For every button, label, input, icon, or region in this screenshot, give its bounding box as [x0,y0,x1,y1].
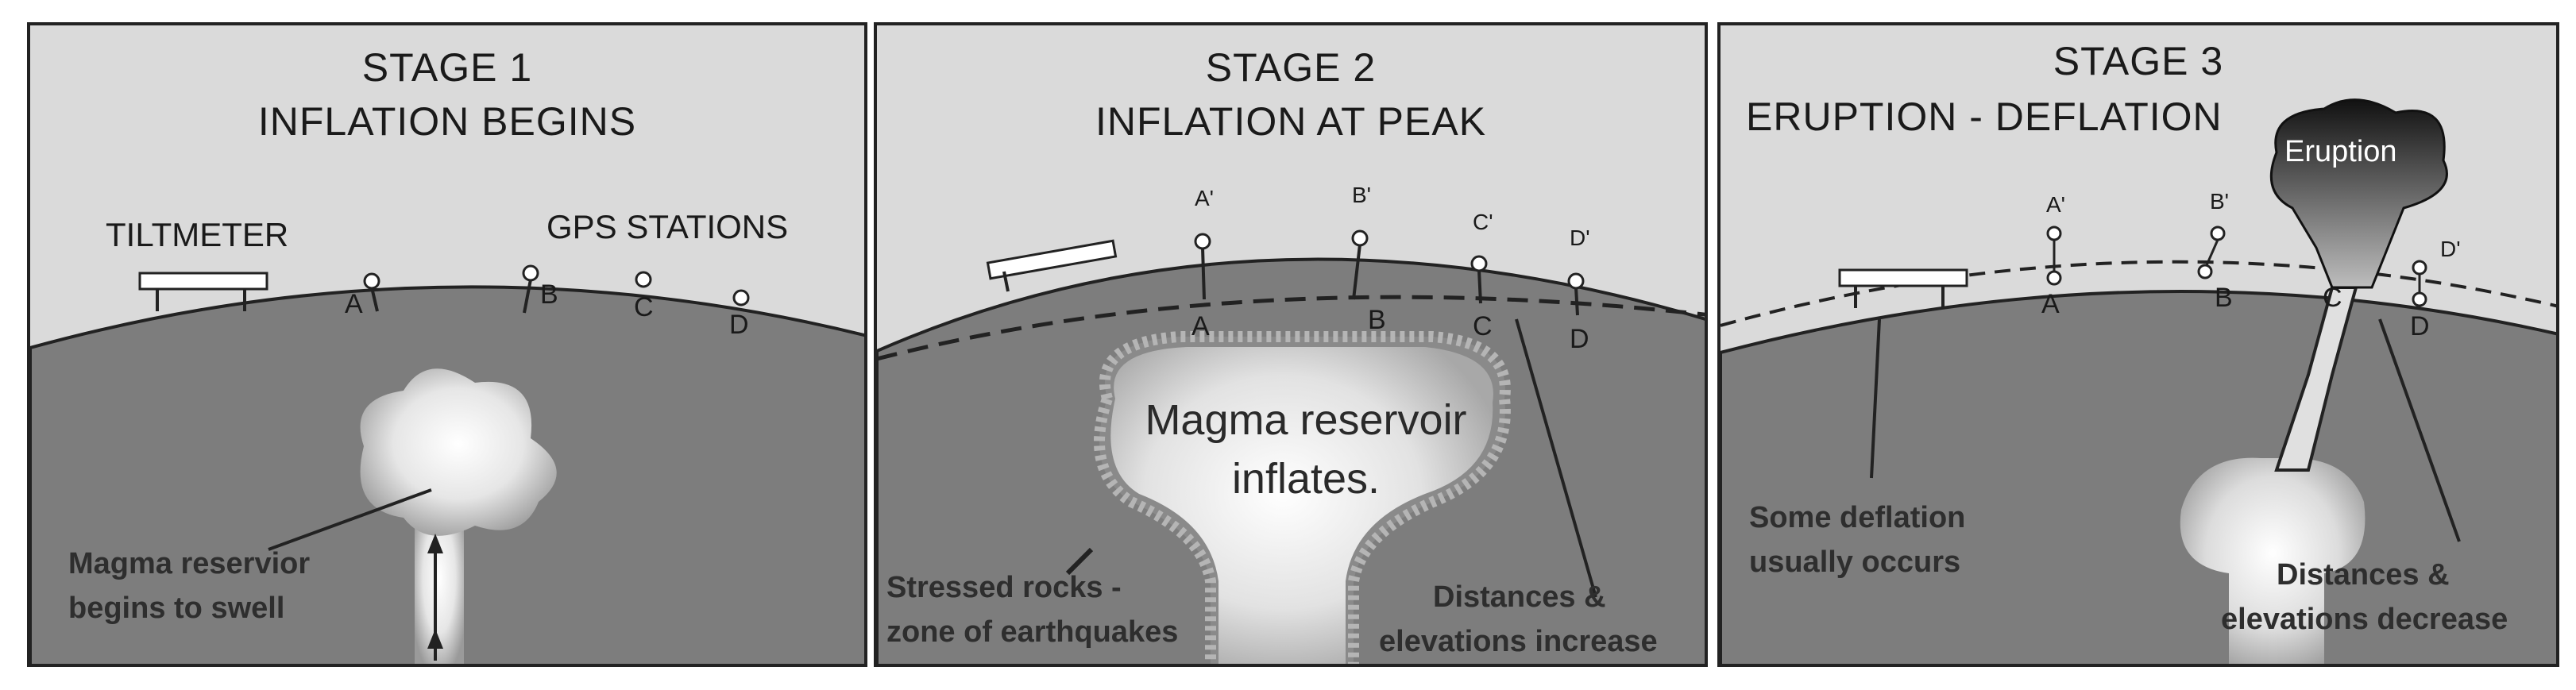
deflation-caption-line1: Some deflation [1749,501,1966,534]
gps-marker-a [363,272,380,290]
tiltmeter-icon [986,239,1118,292]
deflation-caption-line2: usually occurs [1749,545,1961,579]
gps-marker-a [2046,270,2062,286]
stage-3-illustration [1721,98,2556,664]
gps-marker-c-prime [1470,255,1488,272]
stage-2-subtitle: INFLATION AT PEAK [1095,99,1487,144]
stage-1-caption-line1: Magma reservior [68,547,311,580]
gps-stations-label: GPS STATIONS [546,208,789,245]
gps-marker-d-prime [1567,272,1585,290]
tiltmeter-label: TILTMETER [106,216,289,253]
stage-1-title: STAGE 1 [361,45,533,90]
reservoir-label-line1: Magma reservoir [1145,396,1467,444]
point-d-label: D [1570,324,1589,354]
point-b-prime-label: B' [1352,183,1372,207]
eruption-plume [2269,98,2448,289]
stage-2-illustration [877,229,1705,664]
gps-marker-c [635,271,652,288]
magma-conduit [2180,457,2366,664]
gps-marker-a-prime [1194,233,1211,250]
gps-marker-b [2197,264,2213,279]
point-a-label: A [2041,289,2060,319]
stage-1-illustration [30,264,864,664]
distance-pointer [1515,318,1597,598]
tiltmeter-icon [138,272,268,311]
point-d-prime-label: D' [1570,226,1590,250]
reservoir-label-line2: inflates. [1231,455,1381,503]
ground-dome [1721,290,2556,664]
point-c-prime-label: C' [1473,210,1493,234]
point-d-prime-label: D' [2440,237,2461,261]
point-d-label: D [2410,311,2430,341]
point-c-label: C [634,292,654,322]
stress-caption-line1: Stressed rocks - [886,571,1122,604]
deflation-pointer [1870,318,1881,479]
stage-1-panel: STAGE 1 INFLATION BEGINS TILTMETER GPS S… [27,22,867,667]
point-b-label: B [2215,283,2233,313]
caption-pointer [268,488,432,551]
point-a-label: A [345,289,363,319]
point-a-label: A [1191,311,1210,341]
tiltmeter-icon [1838,268,1968,308]
inflated-surface-dashed [1721,260,2556,327]
gps-marker-d [732,289,750,306]
magma-reservoir [360,368,557,536]
magma-reservoir [1110,347,1493,664]
point-a-prime-label: A' [2046,192,2066,217]
point-c-label: C [1473,311,1493,341]
stage-2-title: STAGE 2 [1205,45,1377,90]
gps-marker-b [522,264,539,282]
point-d-label: D [729,310,749,340]
point-c-label: C [2323,283,2342,313]
point-b-label: B [540,279,558,310]
point-b-label: B [1368,305,1386,335]
stage-1-subtitle: INFLATION BEGINS [257,99,637,144]
point-a-prime-label: A' [1195,186,1215,210]
gps-marker-d [2412,291,2427,307]
distance-caption-line1: Distances & [1433,580,1606,614]
stress-caption-line2: zone of earthquakes [886,615,1179,649]
distance-caption-line2: elevations increase [1379,625,1658,658]
stage-3-subtitle: ERUPTION - DEFLATION [1746,94,2223,139]
gps-marker-d-prime [2412,260,2427,276]
stage-3-title: STAGE 3 [2053,39,2224,83]
distance-caption-line2: elevations decrease [2221,603,2508,636]
distance-pointer [2378,318,2461,542]
gps-marker-b-prime [1351,229,1369,247]
stage-3-panel: STAGE 3 ERUPTION - DEFLATION Eruption A'… [1717,22,2559,667]
stage-2-panel: STAGE 2 INFLATION AT PEAK A' B' C' D' A … [874,22,1708,667]
point-b-prime-label: B' [2210,189,2230,214]
eruption-label: Eruption [2284,135,2397,168]
stress-pointer [1065,547,1094,576]
gps-marker-b-prime [2210,226,2226,241]
gps-marker-a-prime [2046,226,2062,241]
distance-caption-line1: Distances & [2277,558,2450,592]
stage-1-caption-line2: begins to swell [68,592,285,625]
